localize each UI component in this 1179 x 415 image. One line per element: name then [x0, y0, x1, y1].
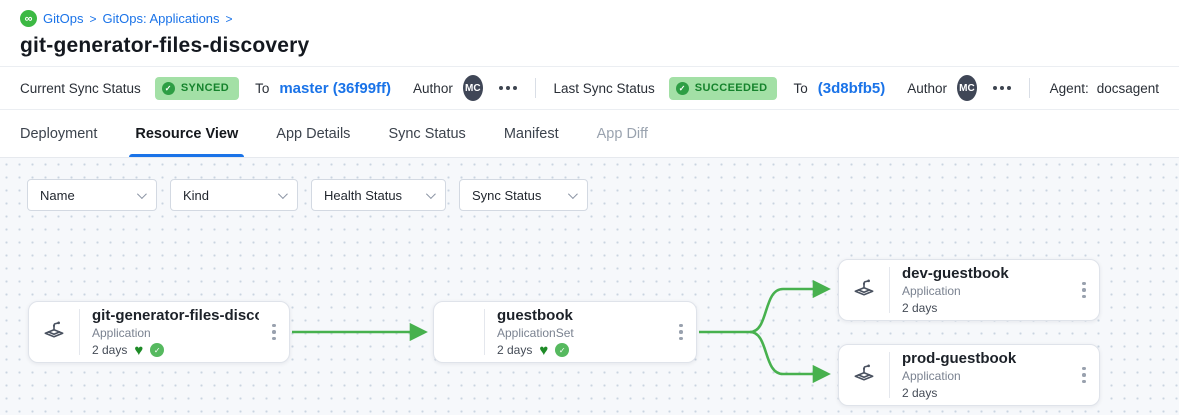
tab-manifest[interactable]: Manifest [503, 125, 559, 142]
check-circle-icon: ✓ [675, 81, 689, 95]
last-sync-status-label: Last Sync Status [553, 80, 655, 96]
current-sync-to-label: To [255, 80, 270, 96]
node-kind: Application [902, 369, 961, 383]
application-icon [851, 275, 877, 306]
succeeded-badge-label: SUCCEEDED [694, 82, 768, 94]
breadcrumb-separator: > [89, 11, 97, 26]
graph-node-prod-guestbook[interactable]: prod-guestbook Application 2 days [838, 344, 1100, 406]
status-bar-divider [534, 78, 536, 98]
succeeded-badge: ✓ SUCCEEDED [668, 76, 778, 100]
node-divider [889, 352, 890, 398]
graph-node-guestbook[interactable]: guestbook ApplicationSet 2 days ♥ ✓ [433, 301, 697, 363]
current-sync-more-options-icon[interactable] [498, 86, 517, 90]
agent-label: Agent: [1049, 80, 1089, 96]
last-sync-more-options-icon[interactable] [992, 86, 1011, 90]
tab-sync-status[interactable]: Sync Status [388, 125, 466, 142]
breadcrumb-link-gitops[interactable]: GitOps [43, 11, 84, 26]
node-kind: Application [902, 284, 961, 298]
sync-check-icon: ✓ [555, 343, 570, 357]
status-bar: Current Sync Status ✓ SYNCED To master (… [0, 66, 1179, 110]
tab-resource-view[interactable]: Resource View [129, 110, 245, 157]
tab-bar: Deployment Resource View App Details Syn… [0, 110, 1179, 158]
chevron-down-icon [277, 188, 288, 199]
node-age: 2 days [902, 301, 938, 315]
node-menu-button[interactable] [1069, 366, 1099, 384]
node-age: 2 days [902, 386, 938, 400]
current-sync-author-avatar[interactable]: MC [462, 75, 483, 101]
health-heart-icon: ♥ [539, 341, 549, 359]
gitops-logo-icon: ∞ [20, 10, 37, 27]
chevron-down-icon [425, 188, 436, 199]
current-sync-author-label: Author [413, 80, 453, 96]
kind-filter-label: Kind [183, 187, 210, 203]
node-divider [79, 309, 80, 355]
last-sync-author-label: Author [907, 80, 948, 96]
health-status-filter-dropdown[interactable]: Health Status [311, 179, 446, 211]
current-sync-status-label: Current Sync Status [20, 80, 141, 96]
resource-graph-canvas: Name Kind Health Status Sync Status [0, 158, 1179, 415]
breadcrumb: ∞ GitOps > GitOps: Applications > [20, 10, 1159, 27]
node-menu-button[interactable] [666, 323, 696, 341]
health-heart-icon: ♥ [134, 341, 144, 359]
node-kind: ApplicationSet [497, 325, 574, 340]
synced-badge-label: SYNCED [180, 82, 230, 94]
page-header: ∞ GitOps > GitOps: Applications > git-ge… [0, 0, 1179, 66]
filter-bar: Name Kind Health Status Sync Status [0, 158, 1179, 211]
agent-value: docsagent [1096, 80, 1160, 96]
graph-node-dev-guestbook[interactable]: dev-guestbook Application 2 days [838, 259, 1100, 321]
synced-badge: ✓ SYNCED [154, 76, 240, 100]
breadcrumb-separator: > [225, 11, 233, 26]
tab-app-diff: App Diff [596, 125, 648, 142]
last-sync-author-avatar[interactable]: MC [957, 75, 977, 101]
health-status-filter-label: Health Status [324, 187, 403, 203]
node-divider [889, 267, 890, 313]
last-sync-to-label: To [793, 80, 808, 96]
node-age: 2 days [497, 343, 533, 357]
node-title: dev-guestbook [902, 265, 1009, 282]
chevron-down-icon [136, 188, 147, 199]
sync-check-icon: ✓ [150, 343, 165, 357]
sync-status-filter-label: Sync Status [472, 187, 542, 203]
node-menu-button[interactable] [1069, 281, 1099, 299]
node-divider [484, 309, 485, 355]
name-filter-label: Name [40, 187, 75, 203]
application-icon [41, 317, 67, 348]
node-menu-button[interactable] [259, 323, 289, 341]
sync-status-filter-dropdown[interactable]: Sync Status [459, 179, 588, 211]
graph-node-git-generator-files-discovery[interactable]: git-generator-files-disco... Application… [28, 301, 290, 363]
name-filter-dropdown[interactable]: Name [27, 179, 157, 211]
node-title: guestbook [497, 306, 573, 324]
page-title: git-generator-files-discovery [20, 34, 310, 57]
breadcrumb-link-applications[interactable]: GitOps: Applications [102, 11, 220, 26]
application-icon [851, 360, 877, 391]
current-sync-revision-link[interactable]: master (36f99ff) [279, 79, 392, 97]
last-sync-revision-link[interactable]: (3d8bfb5) [817, 79, 886, 97]
tab-deployment[interactable]: Deployment [20, 125, 98, 142]
chevron-down-icon [567, 188, 578, 199]
status-bar-divider [1028, 78, 1030, 98]
node-age: 2 days [92, 343, 128, 357]
node-title: git-generator-files-disco... [92, 306, 259, 324]
check-circle-icon: ✓ [161, 81, 175, 95]
kind-filter-dropdown[interactable]: Kind [170, 179, 298, 211]
tab-app-details[interactable]: App Details [276, 125, 351, 142]
node-kind: Application [92, 325, 151, 340]
node-title: prod-guestbook [902, 350, 1017, 367]
